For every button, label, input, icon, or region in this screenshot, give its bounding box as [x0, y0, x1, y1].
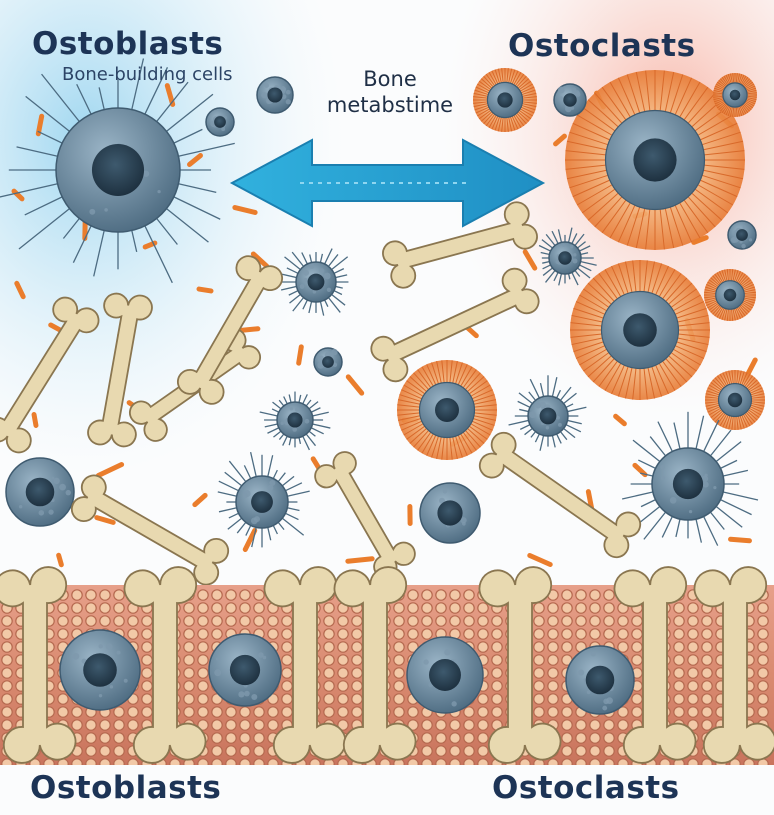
bone-icon [0, 296, 100, 454]
bone-icon [70, 474, 230, 586]
bone-icon [123, 566, 207, 764]
tissue-bones [0, 566, 774, 764]
bones-layer [0, 201, 642, 586]
top-left-title: Ostoblasts [32, 26, 224, 62]
osteoblast-cell-icon [256, 76, 294, 114]
bone-tissue-strip [0, 566, 774, 770]
osteoclast-cell-icon [397, 360, 497, 460]
osteoblast-cell-icon [259, 391, 331, 451]
bone-tissue-cell [208, 633, 282, 707]
bone-tissue-cell [565, 645, 635, 715]
bone-icon [176, 255, 284, 405]
bone-tissue-cell [59, 629, 141, 711]
osteoclast-rings [397, 68, 765, 460]
bone-icon [370, 267, 540, 383]
bottom-label-band [0, 765, 774, 815]
center-label-bone: Bone [363, 67, 417, 91]
osteoclast-cell-icon [565, 70, 745, 250]
bone-icon [478, 566, 562, 764]
top-left-subtitle: Bone-building cells [62, 64, 233, 85]
osteoclast-cell-icon [553, 83, 587, 117]
bone-icon [87, 292, 153, 448]
bone-icon [0, 566, 77, 764]
bone-tissue-cell [406, 636, 484, 714]
bone-icon [478, 431, 642, 559]
bone-icon [333, 566, 417, 764]
bone-icon [382, 201, 538, 289]
osteoclast-cell-icon [622, 411, 759, 546]
double-arrow-icon [229, 138, 546, 228]
center-label-metabstime: metabstime [326, 93, 454, 117]
bottom-left-title: Ostoblasts [30, 770, 222, 806]
osteoblast-cell-icon [313, 347, 343, 377]
osteoclast-cell-icon [727, 220, 757, 250]
osteoclast-cell-icon [538, 227, 597, 286]
osteoblast-cell-icon [217, 451, 310, 548]
bone-icon [314, 451, 416, 579]
bottom-right-title: Ostoclasts [492, 770, 680, 806]
bone-icon [613, 566, 697, 764]
bone-icon [263, 566, 347, 764]
top-right-title: Ostoclasts [508, 28, 696, 64]
osteoclast-cell-icon [473, 68, 537, 132]
osteoblast-cell-icon [205, 107, 235, 137]
left-blue-glow [0, 0, 430, 560]
tissue-cells [59, 629, 635, 715]
bone-icon [693, 566, 774, 764]
osteoclast-cell-icon [570, 260, 710, 400]
osteoblast-cell-icon [0, 58, 235, 284]
osteoclast-cell-icon [713, 73, 757, 117]
osteoclast-cell-icon [704, 269, 756, 321]
osteoclast-cell-icon [705, 370, 765, 430]
cells-layer [0, 58, 759, 548]
osteoblast-cell-icon [276, 248, 349, 316]
osteoclast-cell-icon [508, 375, 587, 451]
osteoblast-cell-icon [419, 482, 481, 544]
osteoblast-cell-icon [5, 457, 75, 527]
